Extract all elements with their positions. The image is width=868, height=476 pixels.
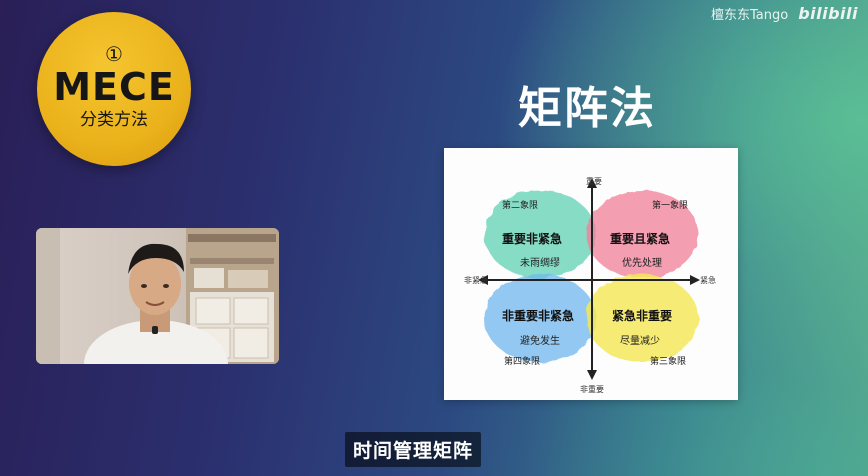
quadrant-4-label: 第四象限 [504,355,540,367]
axis-left-label: 非紧急 [464,275,488,285]
matrix-svg: 重要 非重要 非紧急 紧急 第二象限 重要非紧急 未雨绸缪 第一象限 重要且紧急… [464,176,716,394]
quadrant-1-desc: 优先处理 [622,256,662,269]
mece-badge: ① MECE 分类方法 [37,12,191,166]
arrow-up-icon [587,178,597,188]
axis-right-label: 紧急 [700,275,716,285]
time-matrix-figure: 重要 非重要 非紧急 紧急 第二象限 重要非紧急 未雨绸缪 第一象限 重要且紧急… [444,148,738,400]
arrow-right-icon [690,275,700,285]
axis-top-label: 重要 [586,176,602,186]
badge-number: ① [105,42,123,66]
video-caption: 时间管理矩阵 [345,432,482,467]
presenter-video [36,228,279,364]
slide-title: 矩阵法 [518,83,656,134]
quadrant-3-label: 第三象限 [650,355,686,367]
quadrant-2-desc: 未雨绸缪 [520,256,560,269]
quadrant-3-fill [586,274,698,362]
quadrant-1-title: 重要且紧急 [610,231,670,246]
quadrant-2-label: 第二象限 [502,199,538,211]
quadrant-1-label: 第一象限 [652,199,688,211]
arrow-down-icon [587,370,597,380]
watermark: 檀东东Tango bilibili [711,4,858,23]
quadrant-4-title: 非重要非紧急 [502,308,574,323]
axis-bottom-label: 非重要 [580,384,604,394]
quadrant-3-title: 紧急非重要 [612,308,672,323]
badge-subtitle: 分类方法 [80,110,148,130]
quadrant-2-title: 重要非紧急 [502,231,562,246]
quadrant-4-desc: 避免发生 [520,334,560,347]
bilibili-logo: bilibili [798,4,858,23]
quadrant-4-fill [484,274,596,362]
quadrant-3-desc: 尽量减少 [620,335,660,347]
arrow-left-icon [478,275,488,285]
author-name: 檀东东Tango [710,8,789,23]
quadrant-2-fill [484,190,596,278]
badge-title: MECE [53,65,175,109]
quadrant-1-fill [586,190,698,278]
presenter-image [36,228,279,364]
